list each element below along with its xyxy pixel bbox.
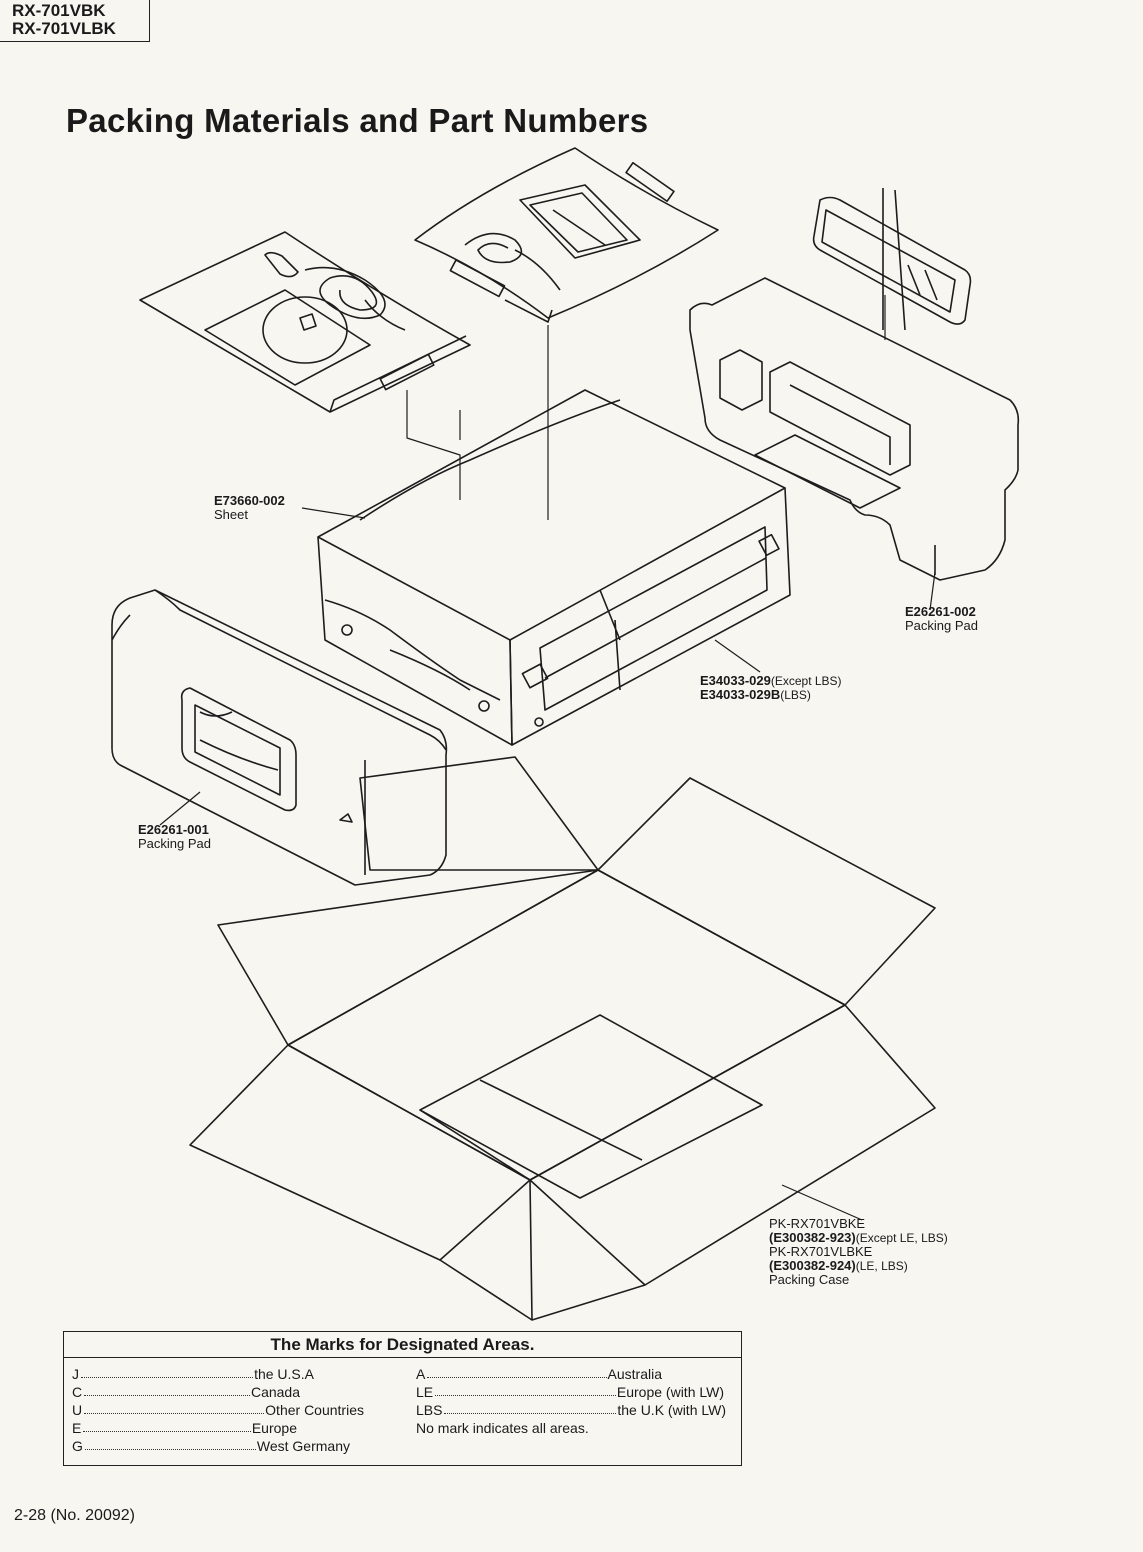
model-number-box: RX-701VBK RX-701VLBK bbox=[0, 0, 150, 42]
pad-left-part-name: Packing Pad bbox=[138, 836, 211, 851]
bag-top-tab-1 bbox=[625, 161, 675, 203]
page-title: Packing Materials and Part Numbers bbox=[66, 102, 649, 139]
page-number: 2-28 (No. 20092) bbox=[14, 1507, 135, 1524]
label-sheet: E73660-002 Sheet bbox=[214, 494, 285, 522]
pad-right-part-number: E26261-002 bbox=[905, 604, 976, 619]
case-part-name: Packing Case bbox=[769, 1272, 850, 1287]
control-panel-part bbox=[812, 188, 972, 331]
label-case: PK-RX701VBKE (E300382-923)(Except LE, LB… bbox=[769, 1217, 948, 1287]
case-note-2: (LE, LBS) bbox=[855, 1259, 908, 1273]
leader-pad-right bbox=[929, 571, 936, 611]
cover-note-1: (Except LBS) bbox=[770, 674, 842, 688]
label-pad-left: E26261-001 Packing Pad bbox=[138, 823, 211, 851]
leader-carton-cover bbox=[714, 639, 761, 673]
label-carton-cover: E34033-029(Except LBS) E34033-029B(LBS) bbox=[700, 673, 842, 703]
leader-lines bbox=[159, 295, 936, 1221]
display-window-right bbox=[758, 533, 780, 557]
pad-right-part-name: Packing Pad bbox=[905, 618, 978, 633]
side-knob-1 bbox=[341, 624, 353, 636]
leader-sheet bbox=[301, 507, 366, 519]
display-window bbox=[521, 663, 549, 689]
loop-antenna bbox=[519, 184, 641, 259]
label-pad-right: E26261-002 Packing Pad bbox=[905, 605, 978, 633]
side-knob-2 bbox=[478, 700, 490, 712]
instruction-sheet bbox=[204, 289, 371, 386]
model-number-1: RX-701VBK bbox=[12, 1, 106, 20]
packing-pad-right bbox=[689, 277, 1020, 581]
model-number-2: RX-701VLBK bbox=[12, 19, 116, 38]
accessory-bag-top bbox=[414, 147, 719, 323]
case-note-1: (Except LE, LBS) bbox=[855, 1231, 948, 1245]
packing-pad-left bbox=[111, 589, 448, 886]
sheet-part-number: E73660-002 bbox=[214, 493, 285, 508]
leader-case bbox=[781, 1184, 863, 1221]
accessory-bag-left bbox=[139, 231, 471, 413]
bag-left-tab bbox=[379, 353, 435, 391]
protective-sheet-edge bbox=[359, 399, 621, 691]
cover-part-number-2: E34033-029B bbox=[700, 687, 781, 702]
legend-title: The Marks for Designated Areas. bbox=[64, 1332, 741, 1358]
cord-coil-top bbox=[464, 232, 561, 291]
power-knob bbox=[534, 717, 544, 727]
cover-note-2: (LBS) bbox=[780, 688, 811, 702]
turntable-mat bbox=[262, 296, 348, 364]
cover-part-number-1: E34033-029 bbox=[700, 673, 771, 688]
main-unit bbox=[317, 389, 791, 746]
packing-case bbox=[189, 756, 936, 1321]
cord-coil-left bbox=[304, 266, 406, 331]
sheet-part-name: Sheet bbox=[214, 507, 248, 522]
pad-left-part-number: E26261-001 bbox=[138, 822, 209, 837]
leader-pad-left bbox=[159, 791, 201, 826]
case-part-number-1: (E300382-923) bbox=[769, 1230, 856, 1245]
legend-note: No mark indicates all areas. bbox=[416, 1420, 589, 1436]
case-model-1: PK-RX701VBKE bbox=[769, 1216, 866, 1231]
case-model-2: PK-RX701VLBKE bbox=[769, 1244, 873, 1259]
bag-top-tab-2 bbox=[449, 259, 506, 298]
case-part-number-2: (E300382-924) bbox=[769, 1258, 856, 1273]
